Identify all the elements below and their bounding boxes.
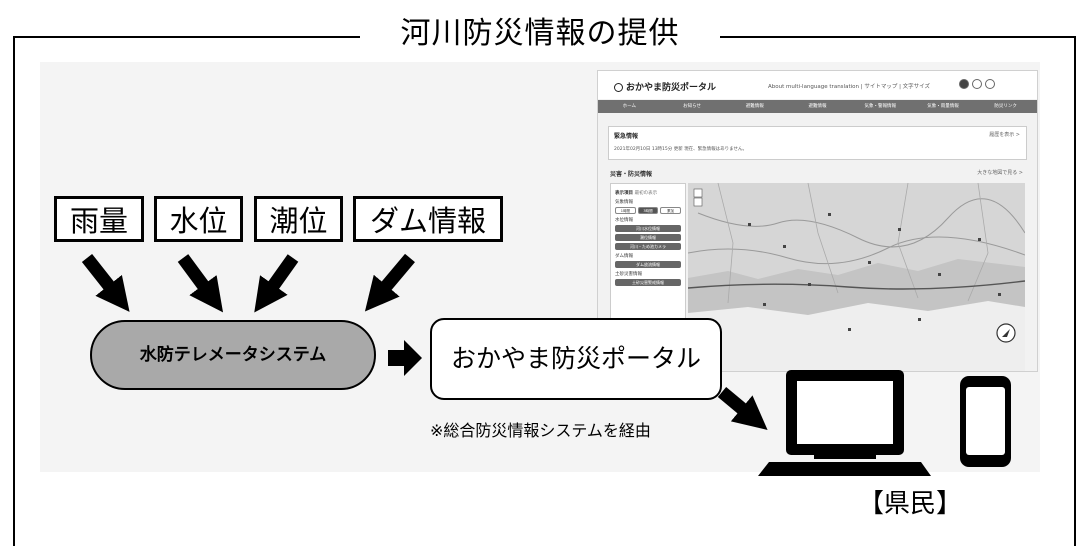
screenshot-nav-item: お知らせ — [683, 104, 702, 109]
screenshot-map — [688, 183, 1025, 371]
screenshot-toggle: 1時間 — [615, 207, 636, 214]
font-size-medium-icon — [972, 79, 982, 89]
screenshot-toggle: 3時間 — [637, 207, 659, 214]
screenshot-section-link: 大きな地図で見る > — [977, 170, 1023, 176]
route-note: ※総合防災情報システムを経由 — [430, 421, 651, 440]
arrow-icon — [717, 387, 768, 430]
screenshot-side-button: 土砂災害警戒情報 — [615, 279, 681, 286]
screenshot-nav-item: 気象・雨量情報 — [927, 104, 959, 109]
source-tide-level-box: 潮位 — [254, 196, 343, 242]
screenshot-side-button: ダム放流情報 — [615, 261, 681, 268]
smartphone-icon — [960, 376, 1011, 467]
screenshot-side-toggles: 1時間 3時間 累加 — [615, 207, 682, 214]
screenshot-nav-item: 避難情報 — [808, 104, 827, 109]
screenshot-side-label: 土砂災害情報 — [615, 272, 642, 277]
screenshot-alert-body: 2021年02月10日 13時15分 更新 現在、緊急情報はありません。 — [614, 147, 748, 152]
arrow-icon — [364, 253, 415, 312]
arrow-icon — [388, 340, 422, 376]
screenshot-toggle: 累加 — [660, 207, 682, 214]
screenshot-nav-item: 避難情報 — [745, 104, 764, 109]
screenshot-side-label: ダム情報 — [615, 254, 633, 259]
screenshot-nav-item: 気象・警報情報 — [864, 104, 896, 109]
arrow-icon — [254, 254, 299, 313]
screenshot-utility-links: About multi-language translation | サイトマッ… — [768, 84, 931, 90]
screenshot-font-size-buttons — [959, 79, 998, 91]
screenshot-section-title: 災害・防災情報 — [610, 171, 653, 178]
screenshot-side-title: 表示項目 最初の表示 — [615, 191, 658, 196]
telemetry-system-box: 水防テレメータシステム — [90, 320, 376, 390]
screenshot-side-label: 気象情報 — [615, 200, 633, 205]
font-size-small-icon — [959, 79, 969, 89]
screenshot-side-button: 潮位情報 — [615, 234, 681, 241]
screenshot-site-name: おかやま防災ポータル — [626, 83, 717, 93]
source-dam-info-box: ダム情報 — [353, 196, 503, 242]
portal-box: おかやま防災ポータル — [430, 318, 722, 400]
screenshot-side-button: 河川・ため池カメラ — [615, 243, 681, 250]
arrow-icon — [81, 253, 130, 312]
residents-label: 【県民】 — [858, 489, 963, 519]
screenshot-nav: ホーム お知らせ 避難情報 避難情報 気象・警報情報 気象・雨量情報 防災リンク — [598, 100, 1037, 113]
diagram-title: 河川防災情報の提供 — [360, 10, 720, 58]
laptop-icon — [758, 370, 931, 476]
screenshot-side-button: 河川水位情報 — [615, 225, 681, 232]
portal-screenshot: おかやま防災ポータル About multi-language translat… — [597, 70, 1038, 372]
screenshot-alert-box: 緊急情報 履歴を表示 > 2021年02月10日 13時15分 更新 現在、緊急… — [608, 126, 1027, 160]
screenshot-header: おかやま防災ポータル About multi-language translat… — [598, 71, 1037, 99]
screenshot-side-label: 水位情報 — [615, 218, 633, 223]
screenshot-nav-item: 防災リンク — [994, 104, 1017, 109]
screenshot-alert-title: 緊急情報 — [614, 133, 639, 140]
screenshot-logo: おかやま防災ポータル — [614, 80, 716, 93]
font-size-large-icon — [985, 79, 995, 89]
source-water-level-box: 水位 — [154, 196, 243, 242]
source-rainfall-box: 雨量 — [54, 196, 144, 242]
screenshot-nav-item: ホーム — [622, 104, 637, 109]
arrow-icon — [177, 254, 224, 313]
screenshot-alert-link: 履歴を表示 > — [989, 132, 1020, 138]
portal-logo-icon — [614, 83, 623, 92]
